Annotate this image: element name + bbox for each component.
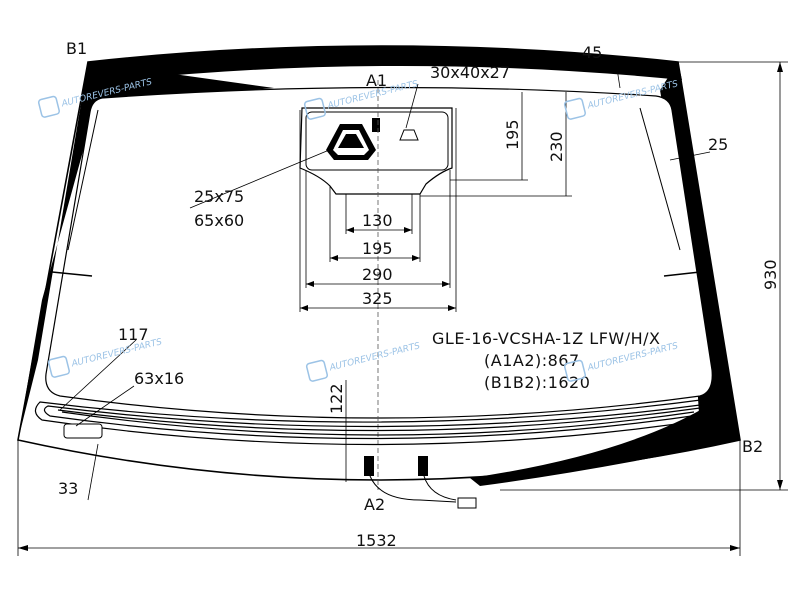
- dim-total-width: 1532: [356, 531, 397, 550]
- rain-sensor: [326, 118, 380, 160]
- dim-sensor-area-2: 65x60: [194, 211, 244, 230]
- camera-window: [399, 129, 419, 141]
- connector-right: [418, 456, 428, 476]
- frit-band-right: [660, 62, 740, 440]
- dim-width-290: 290: [362, 265, 393, 284]
- dim-width-130: 130: [362, 211, 393, 230]
- dim-height-122: 122: [327, 383, 346, 414]
- dim-top-band: 45: [582, 43, 602, 62]
- connector-plug: [457, 497, 477, 509]
- dim-sensor-area-1: 25x75: [194, 187, 244, 206]
- frit-band-top: [86, 46, 682, 84]
- dimension-arrows: [18, 62, 783, 551]
- dim-height-230: 230: [547, 131, 566, 162]
- model-code: GLE-16-VCSHA-1Z LFW/H/X: [432, 329, 661, 348]
- connector-wire: [369, 475, 457, 503]
- dim-vin-window: 63x16: [134, 369, 184, 388]
- dim-height-195: 195: [503, 119, 522, 150]
- frit-band-bottom-right: [470, 408, 740, 486]
- label-b1: B1: [66, 39, 87, 58]
- left-antenna-mark: [51, 271, 93, 277]
- label-b2: B2: [742, 437, 763, 456]
- dim-width-325: 325: [362, 289, 393, 308]
- dim-height-930: 930: [761, 259, 780, 290]
- a1a2-length: (A1A2):867: [484, 351, 580, 370]
- sensor-housing-inner: [305, 111, 449, 171]
- dim-side-band: 25: [708, 135, 728, 154]
- b1b2-length: (B1B2):1620: [484, 373, 590, 392]
- dim-top-sensor: 30x40x27: [430, 63, 510, 82]
- right-antenna-mark: [663, 271, 701, 277]
- dim-edge-33: 33: [58, 479, 78, 498]
- left-side-strip: [67, 109, 99, 251]
- label-a2: A2: [364, 495, 385, 514]
- label-a1: A1: [366, 71, 387, 90]
- visible-area-outline: [45, 86, 713, 419]
- dim-edge-117: 117: [118, 325, 149, 344]
- connector-left: [364, 456, 374, 476]
- dim-width-195: 195: [362, 239, 393, 258]
- vin-window: [63, 423, 103, 439]
- right-side-strip: [639, 107, 681, 251]
